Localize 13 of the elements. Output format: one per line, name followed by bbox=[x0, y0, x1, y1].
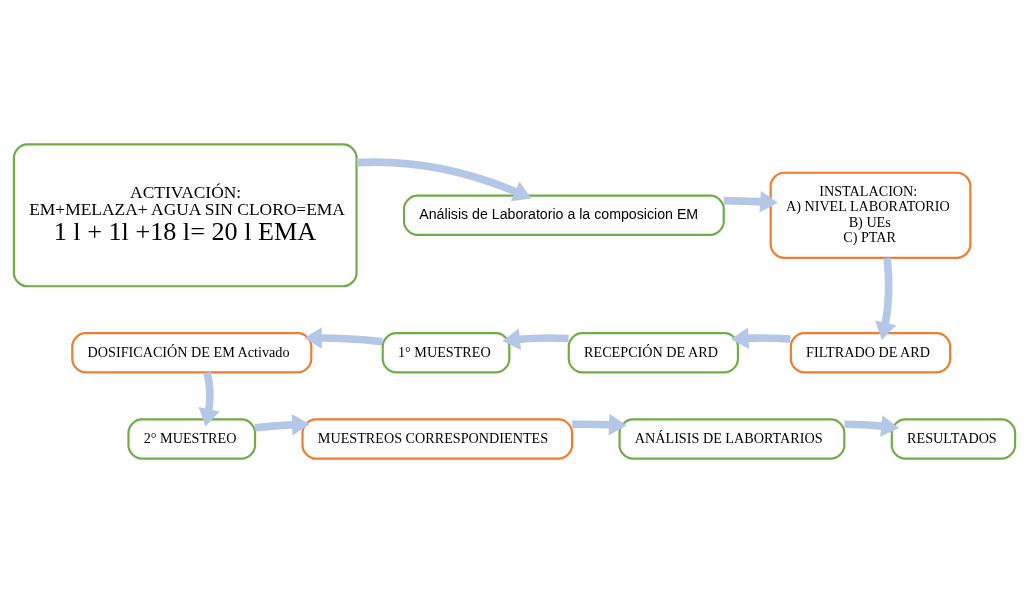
arrow bbox=[198, 371, 220, 426]
node-box: FILTRADO DE ARD bbox=[789, 331, 952, 373]
node-box: RESULTADOS bbox=[890, 417, 1017, 460]
node-box: ACTIVACIÓN: EM+MELAZA+ AGUA SIN CLORO=EMA 1 l + 1l +18 l= 20 l EMA bbox=[12, 142, 358, 287]
node-box: Análisis de Laboratorio a la composicion EM bbox=[402, 194, 725, 236]
node-box: RECEPCIÓN DE ARD bbox=[567, 331, 739, 373]
node-box: INSTALACION: A) NIVEL LABORATORIO B) UEs C) PTAR bbox=[769, 171, 972, 259]
node-box: 1° MUESTREO bbox=[381, 331, 511, 373]
node-box: MUESTREOS CORRESPONDIENTES bbox=[301, 417, 574, 460]
node-box: ANÁLISIS DE LABORTARIOS bbox=[618, 417, 846, 460]
node-box: DOSIFICACIÓN DE EM Activado bbox=[71, 331, 313, 373]
arrow bbox=[254, 413, 310, 436]
node-box: 2° MUESTREO bbox=[127, 417, 257, 460]
